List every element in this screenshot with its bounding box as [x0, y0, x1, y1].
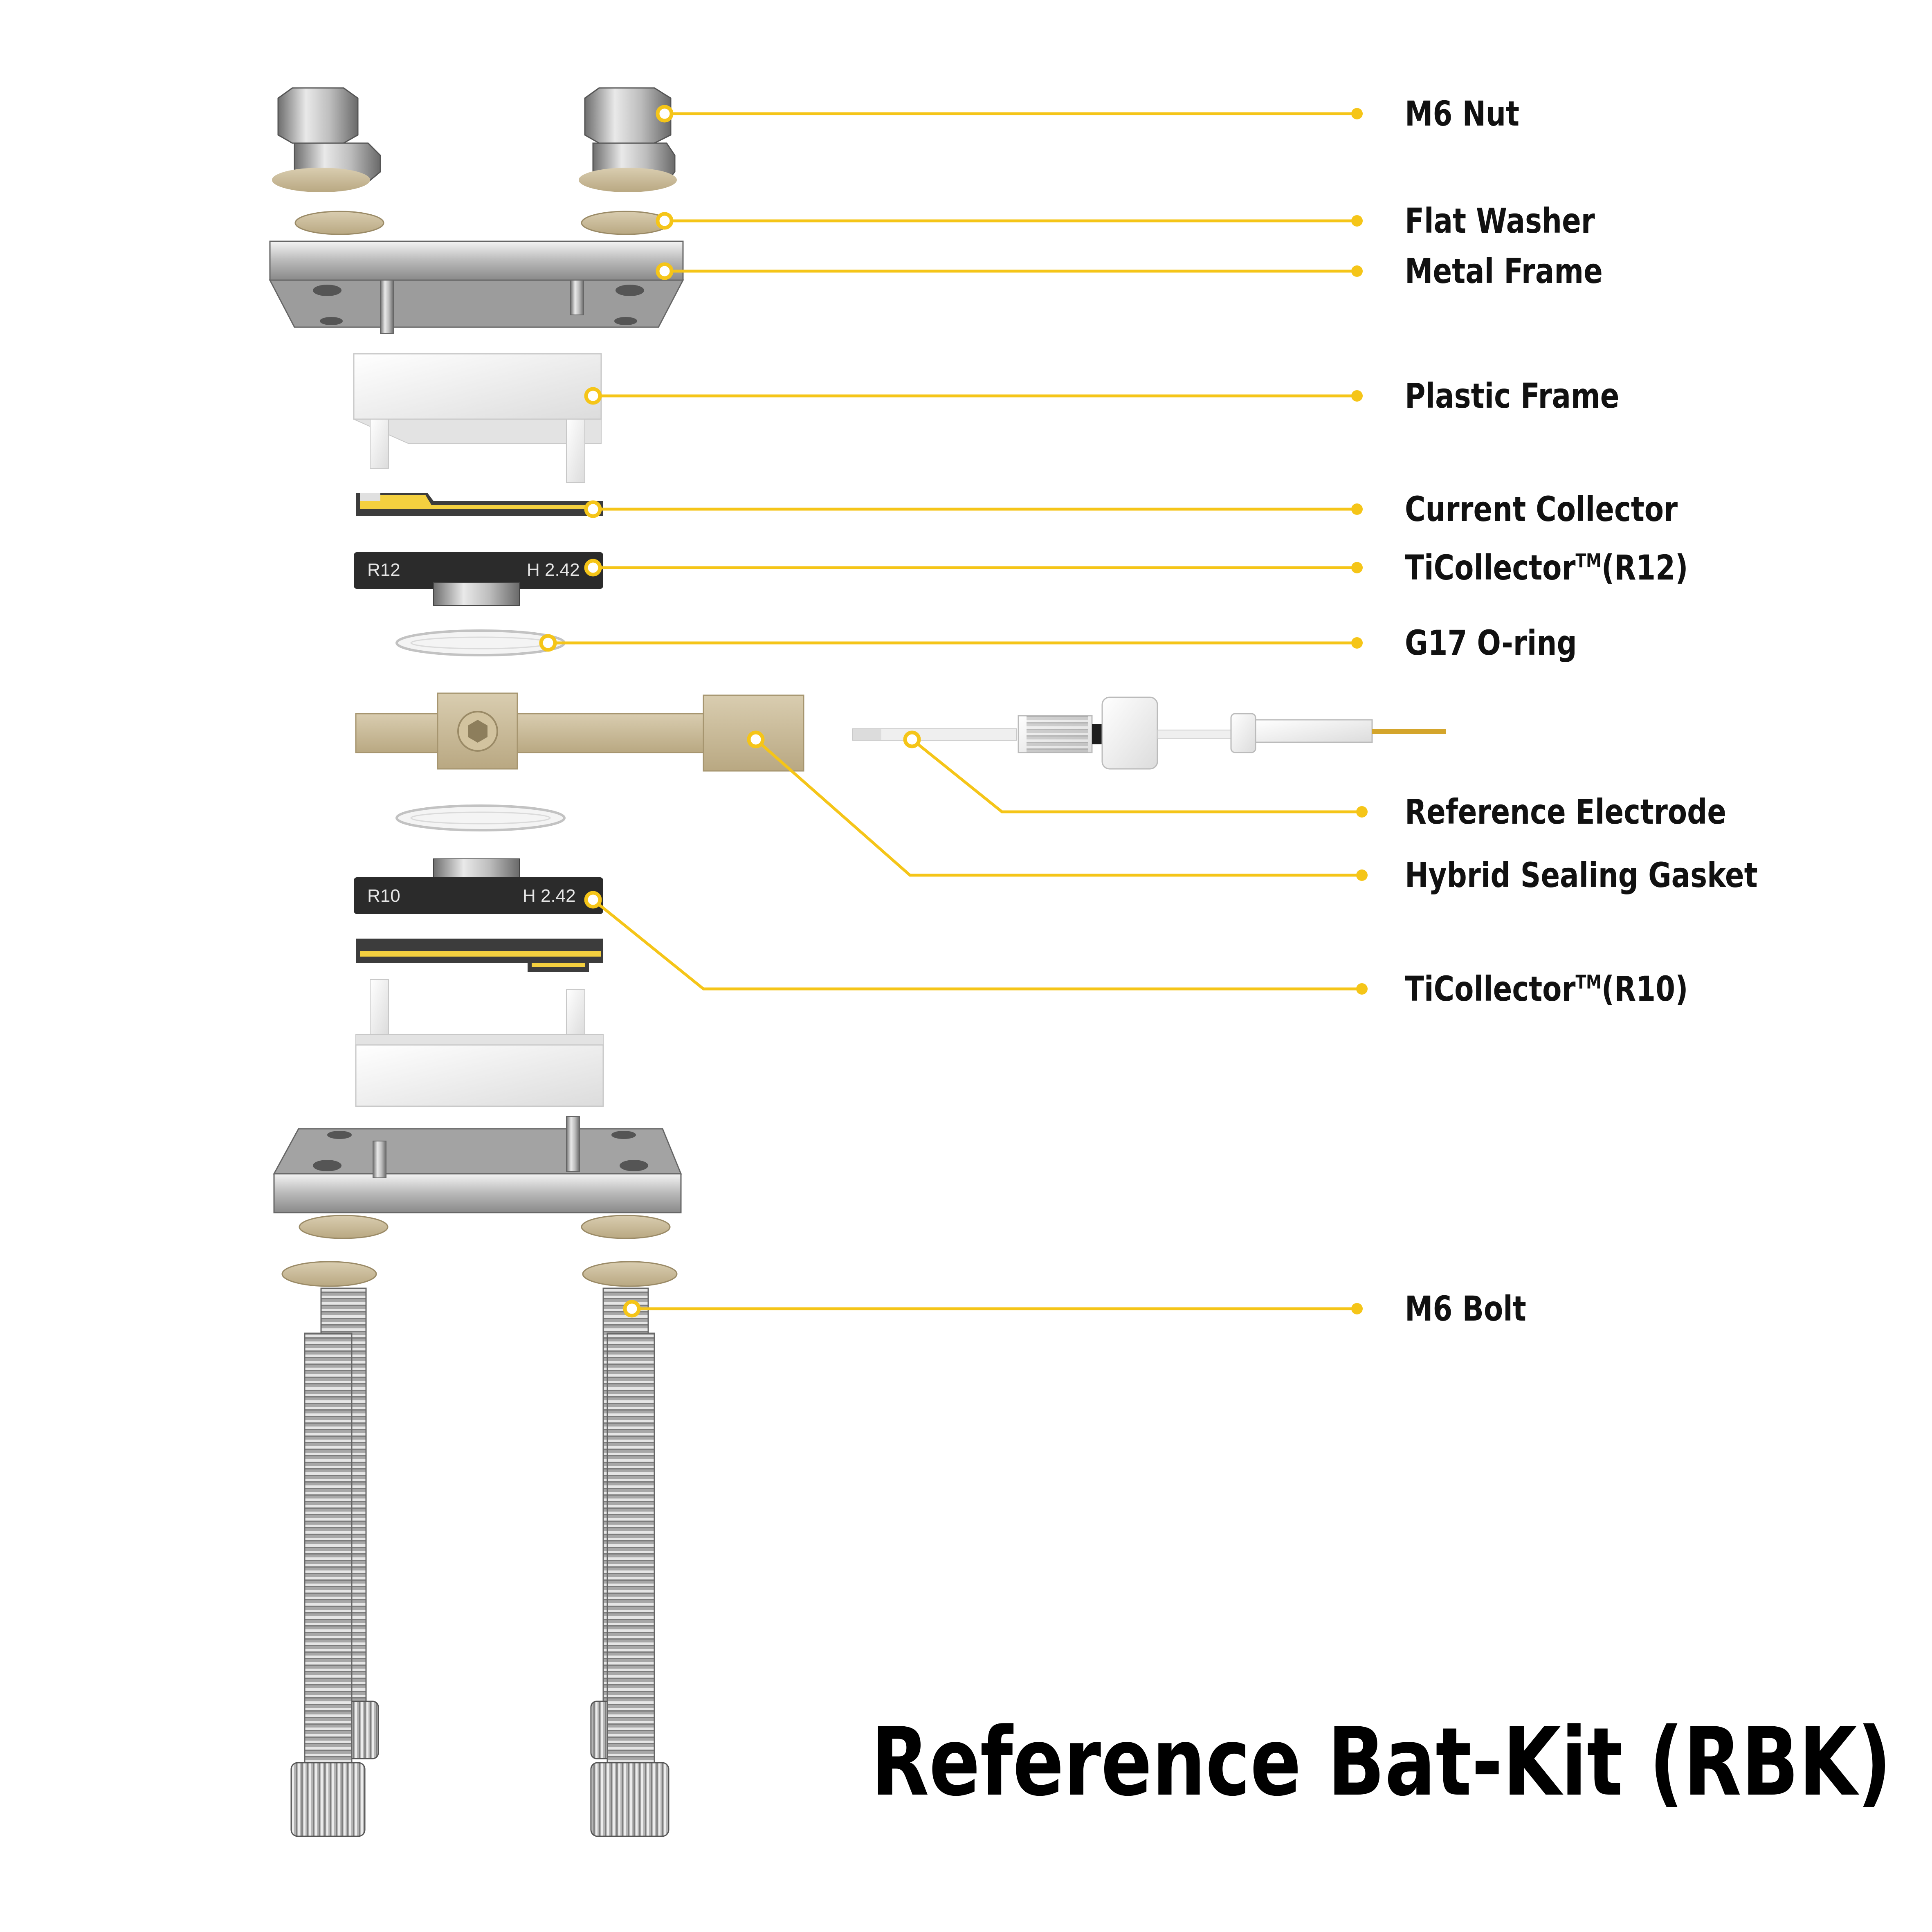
r12-marking-right: H 2.42: [527, 560, 580, 580]
leader-hybrid-sealing-gasket: [755, 738, 1362, 877]
label-flat-washer: Flat Washer: [1405, 201, 1595, 241]
callout-dots: [539, 105, 1368, 1318]
current-collector-top: [356, 493, 603, 516]
r10-marking-left: R10: [367, 886, 400, 906]
reference-electrode: [852, 696, 1446, 770]
ticollector-r12: R12 H 2.42: [354, 552, 603, 606]
ticollector-r10: R10 H 2.42: [354, 858, 603, 914]
r10-marking-right: H 2.42: [523, 886, 576, 906]
m6-bolt-left-front: [290, 1332, 366, 1837]
m6-nut-left: [272, 87, 381, 192]
plastic-frame-bottom: [355, 979, 604, 1107]
label-g17-oring: G17 O-ring: [1405, 623, 1577, 663]
label-hybrid-sealing-gasket: Hybrid Sealing Gasket: [1405, 855, 1758, 895]
label-reference-electrode: Reference Electrode: [1405, 792, 1727, 832]
label-metal-frame: Metal Frame: [1405, 251, 1603, 291]
leader-reference-electrode: [911, 738, 1362, 813]
current-collector-bottom: [356, 939, 603, 972]
label-ticollector-r12: TiCollectorTM(R12): [1405, 550, 1688, 585]
leader-ticollector-r10: [592, 899, 1362, 991]
label-plastic-frame: Plastic Frame: [1405, 376, 1620, 416]
label-m6-nut: M6 Nut: [1405, 94, 1520, 134]
ticollector-r12-suffix: (R12): [1601, 548, 1688, 588]
flat-washers-bottom: [281, 1215, 678, 1287]
ticollector-r10-name: TiCollector: [1405, 969, 1576, 1009]
label-m6-bolt: M6 Bolt: [1405, 1289, 1526, 1329]
metal-frame-top: [269, 240, 684, 334]
g17-oring-top: [395, 629, 566, 656]
label-current-collector: Current Collector: [1405, 489, 1678, 529]
callout-leaders: [548, 112, 1362, 1310]
label-ticollector-r10: TiCollectorTM(R10): [1405, 972, 1688, 1006]
g17-oring-bottom: [395, 804, 566, 831]
r12-marking-left: R12: [367, 560, 400, 580]
flat-washer-top-left: [294, 211, 384, 235]
ticollector-r12-tm: TM: [1575, 550, 1602, 572]
diagram-title: Reference Bat-Kit (RBK): [871, 1708, 1892, 1817]
m6-bolt-right-front: [590, 1332, 669, 1837]
plastic-frame-top: [353, 353, 602, 483]
m6-nut-right: [579, 87, 677, 192]
ticollector-r10-tm: TM: [1575, 971, 1602, 993]
ticollector-r12-name: TiCollector: [1405, 548, 1576, 588]
ticollector-r10-suffix: (R10): [1601, 969, 1688, 1009]
metal-frame-bottom: [273, 1116, 682, 1213]
hybrid-sealing-gasket: [355, 692, 804, 772]
